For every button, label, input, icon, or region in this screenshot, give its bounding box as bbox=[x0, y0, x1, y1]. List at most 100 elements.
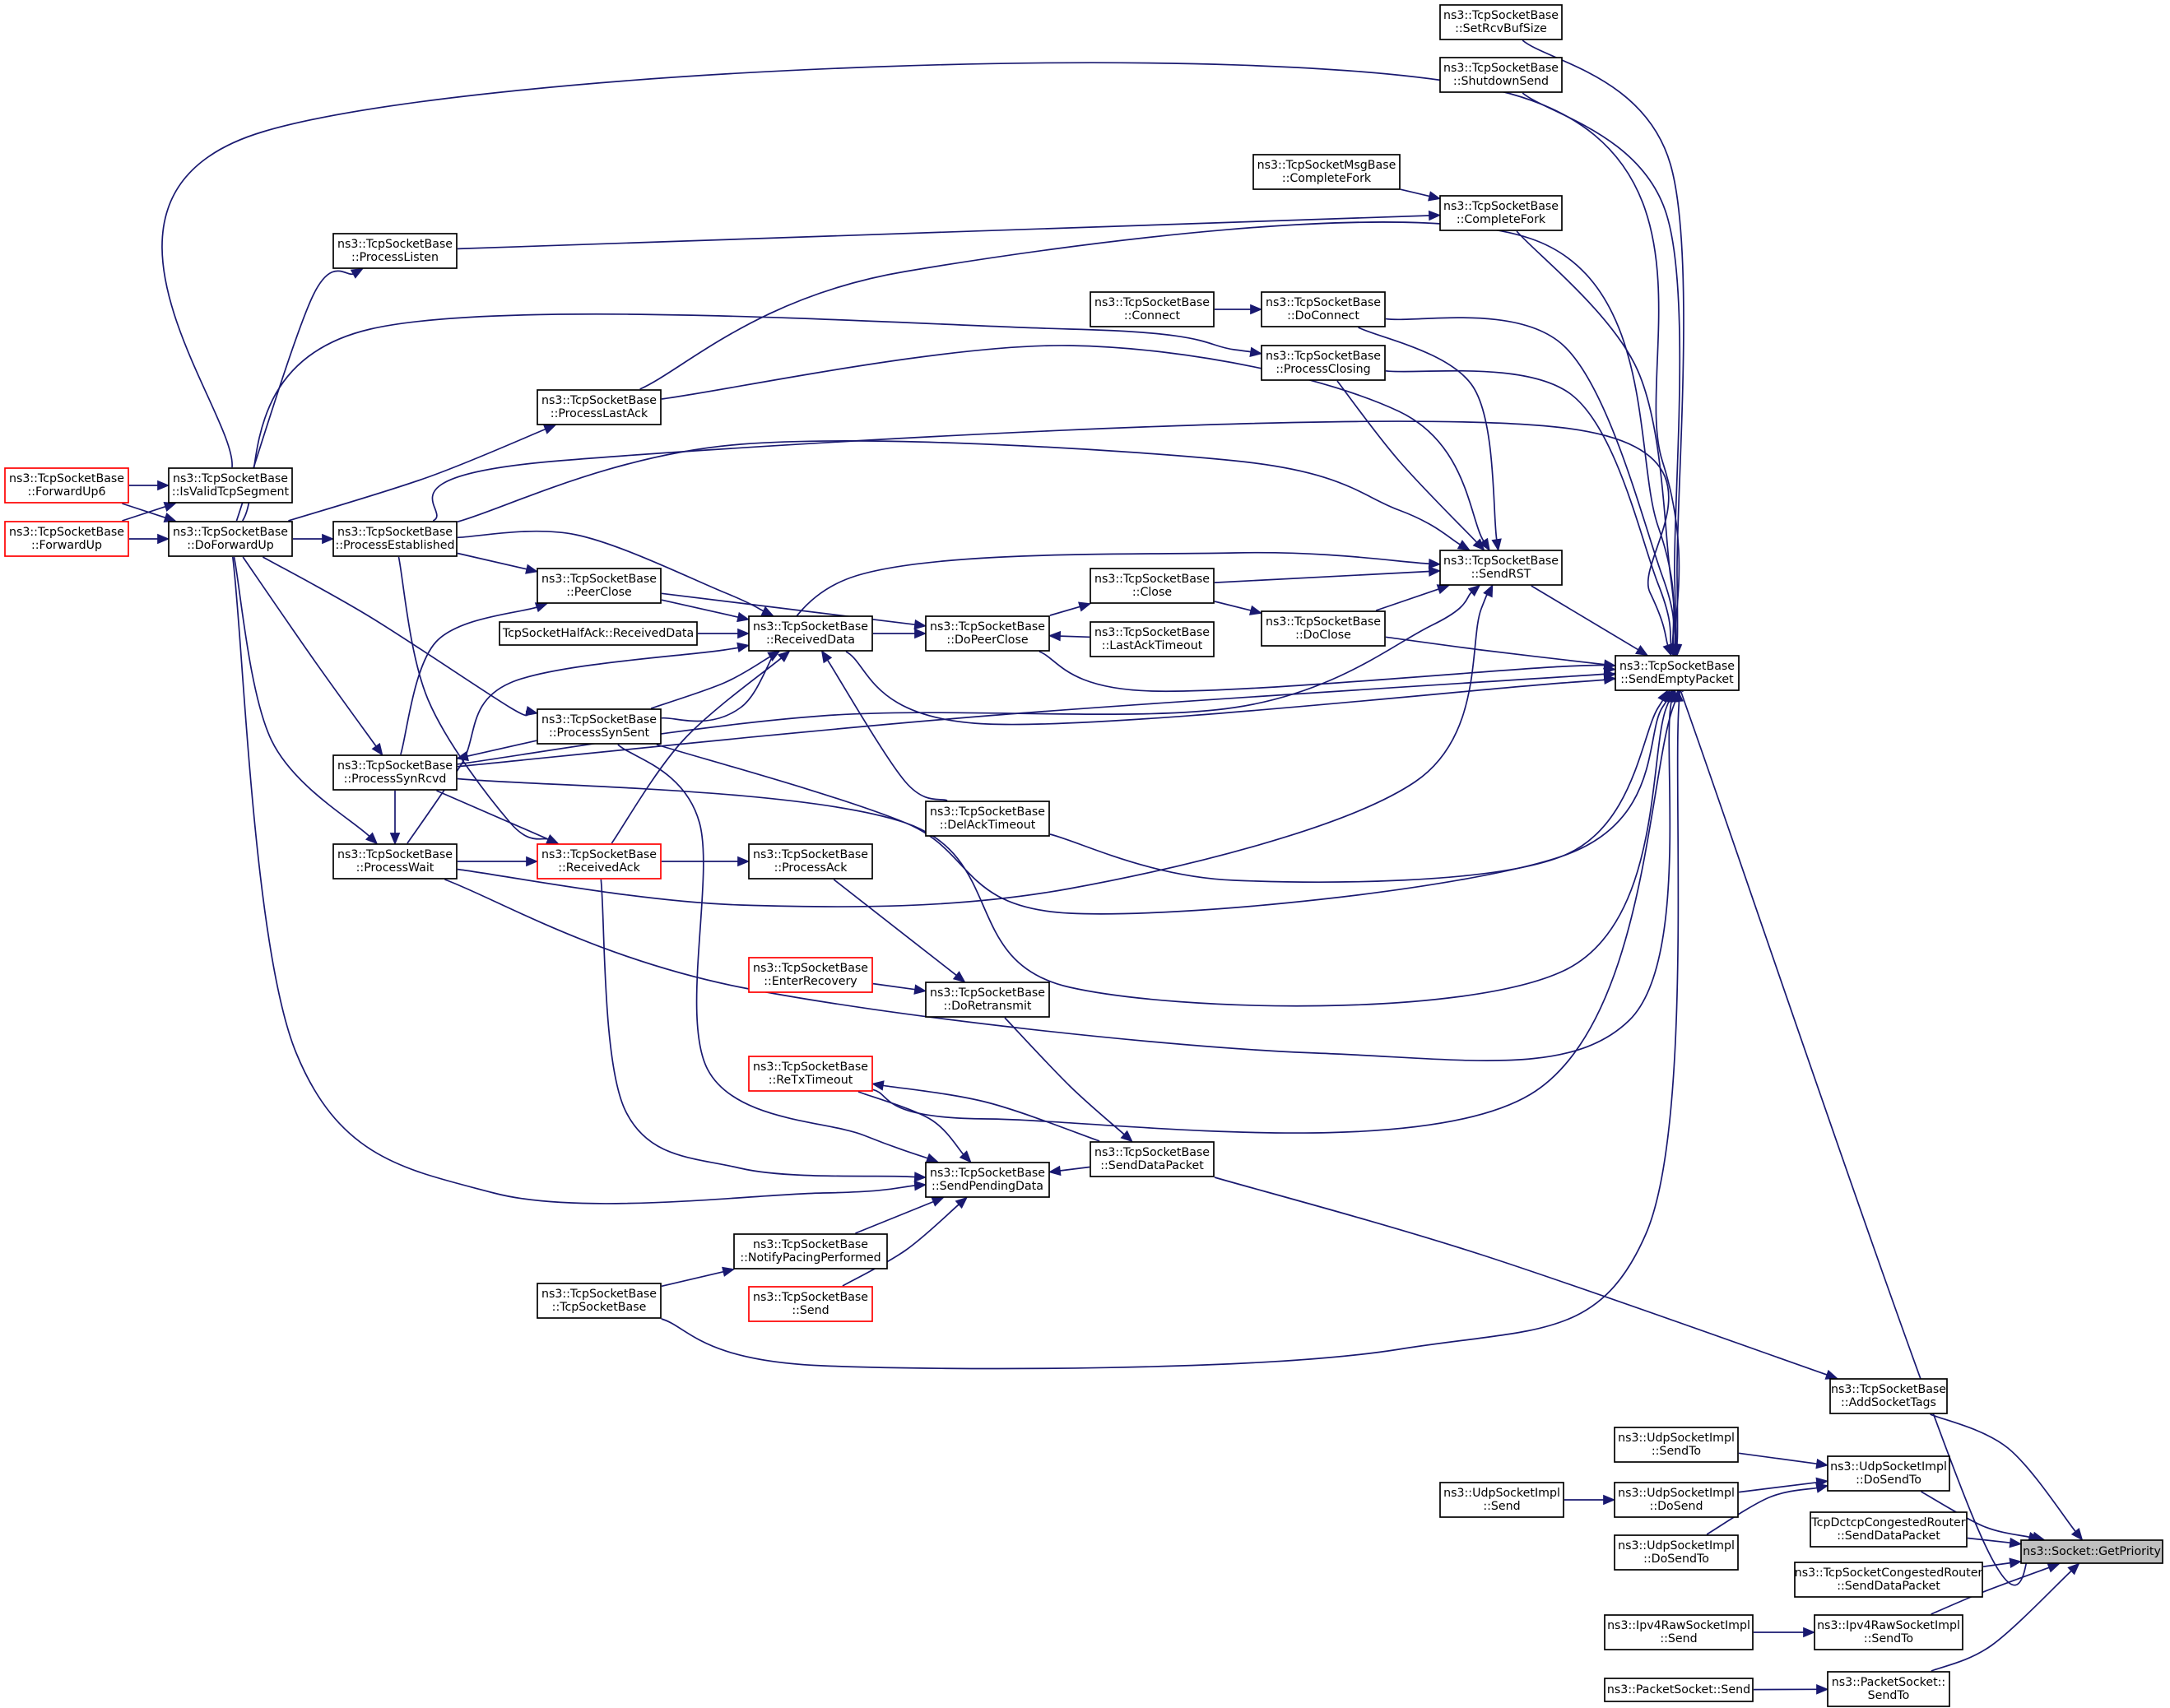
node-receivedack[interactable]: ns3::TcpSocketBase::ReceivedAck bbox=[537, 843, 662, 880]
node-udp_send[interactable]: ns3::UdpSocketImpl::Send bbox=[1439, 1482, 1564, 1518]
node-label: ns3::TcpSocketBase bbox=[337, 759, 453, 773]
node-msg_completefork[interactable]: ns3::TcpSocketMsgBase::CompleteFork bbox=[1252, 154, 1401, 190]
edge-doforwardup-to-processwait bbox=[233, 556, 379, 845]
node-processack[interactable]: ns3::TcpSocketBase::ProcessAck bbox=[748, 843, 873, 880]
node-delacktimeout[interactable]: ns3::TcpSocketBase::DelAckTimeout bbox=[925, 801, 1050, 837]
node-packetsocket_sendto[interactable]: ns3::PacketSocket::SendTo bbox=[1827, 1671, 1950, 1707]
node-doconnect[interactable]: ns3::TcpSocketBase::DoConnect bbox=[1261, 291, 1386, 327]
node-label: ::DoPeerClose bbox=[946, 634, 1028, 647]
node-label: SendTo bbox=[1868, 1689, 1910, 1702]
node-ipv4raw_sendto[interactable]: ns3::Ipv4RawSocketImpl::SendTo bbox=[1814, 1614, 1963, 1650]
node-setrcvbufsize[interactable]: ns3::TcpSocketBase::SetRcvBufSize bbox=[1439, 4, 1563, 40]
node-completefork[interactable]: ns3::TcpSocketBase::CompleteFork bbox=[1439, 195, 1563, 231]
node-label: ::SendRST bbox=[1471, 568, 1531, 581]
node-dctcp_router[interactable]: TcpDctcpCongestedRouter::SendDataPacket bbox=[1810, 1511, 1968, 1548]
node-doforwardup[interactable]: ns3::TcpSocketBase::DoForwardUp bbox=[168, 521, 293, 557]
node-label: ns3::TcpSocketBase bbox=[753, 962, 868, 975]
node-processclosing[interactable]: ns3::TcpSocketBase::ProcessClosing bbox=[1261, 345, 1386, 381]
node-ipv4raw_send[interactable]: ns3::Ipv4RawSocketImpl::Send bbox=[1604, 1614, 1754, 1650]
node-receiveddata[interactable]: ns3::TcpSocketBase::ReceivedData bbox=[748, 615, 873, 652]
edge-doforwardup-to-processclosing bbox=[241, 313, 1263, 522]
node-sendpendingdata[interactable]: ns3::TcpSocketBase::SendPendingData bbox=[925, 1162, 1050, 1198]
node-label: ::PeerClose bbox=[566, 586, 632, 599]
edge-halfack_receiveddata-to-receiveddata bbox=[698, 628, 750, 639]
node-label: ns3::TcpSocketBase bbox=[9, 472, 124, 485]
edge-packetsocket_sendto-to-getpriority bbox=[1931, 1562, 2080, 1672]
edge-senddatapacket-to-sendpendingdata bbox=[1048, 1165, 1090, 1177]
node-notifypacing[interactable]: ns3::TcpSocketBase::NotifyPacingPerforme… bbox=[733, 1233, 888, 1269]
node-connect[interactable]: ns3::TcpSocketBase::Connect bbox=[1090, 291, 1215, 327]
node-doretransmit[interactable]: ns3::TcpSocketBase::DoRetransmit bbox=[925, 982, 1050, 1018]
node-udp_dosendto[interactable]: ns3::UdpSocketImpl::DoSendTo bbox=[1827, 1455, 1950, 1492]
node-processlisten[interactable]: ns3::TcpSocketBase::ProcessListen bbox=[332, 233, 458, 269]
node-label: ::SendTo bbox=[1652, 1445, 1701, 1458]
node-udp_dosendto2[interactable]: ns3::UdpSocketImpl::DoSendTo bbox=[1614, 1534, 1739, 1571]
edge-processclosing-to-sendrst bbox=[1336, 380, 1485, 551]
node-lastacktimeout[interactable]: ns3::TcpSocketBase::LastAckTimeout bbox=[1090, 621, 1215, 657]
node-label: ::ProcessSynSent bbox=[549, 726, 649, 740]
node-sendrst[interactable]: ns3::TcpSocketBase::SendRST bbox=[1439, 550, 1563, 586]
node-processsynsent[interactable]: ns3::TcpSocketBase::ProcessSynSent bbox=[537, 708, 662, 745]
node-tcp_send[interactable]: ns3::TcpSocketBase::Send bbox=[748, 1286, 873, 1322]
node-label: ns3::TcpSocketBase bbox=[753, 620, 868, 634]
edge-doforwardup-to-processlastack bbox=[288, 425, 557, 522]
node-addsockettags[interactable]: ns3::TcpSocketBase::AddSocketTags bbox=[1829, 1378, 1948, 1414]
node-packetsocket_send[interactable]: ns3::PacketSocket::Send bbox=[1604, 1678, 1754, 1702]
node-congested_router[interactable]: ns3::TcpSocketCongestedRouter::SendDataP… bbox=[1794, 1562, 1983, 1598]
node-senddatapacket[interactable]: ns3::TcpSocketBase::SendDataPacket bbox=[1090, 1141, 1215, 1177]
node-label: ns3::TcpSocketBase bbox=[1831, 1383, 1946, 1396]
edge-retxtimeout-to-sendpendingdata bbox=[857, 1091, 972, 1163]
node-dopeerclose[interactable]: ns3::TcpSocketBase::DoPeerClose bbox=[925, 615, 1050, 652]
node-doclose[interactable]: ns3::TcpSocketBase::DoClose bbox=[1261, 610, 1386, 647]
node-udp_dosend[interactable]: ns3::UdpSocketImpl::DoSend bbox=[1614, 1482, 1739, 1518]
node-label: ::DelAckTimeout bbox=[940, 819, 1036, 832]
edge-addsockettags-to-getpriority bbox=[1930, 1413, 2084, 1541]
edge-processwait-to-sendrst bbox=[457, 584, 1494, 907]
node-tcpsocketbase_ctor[interactable]: ns3::TcpSocketBase::TcpSocketBase bbox=[537, 1283, 662, 1319]
node-udp_sendto[interactable]: ns3::UdpSocketImpl::SendTo bbox=[1614, 1427, 1739, 1463]
node-label: ns3::TcpSocketBase bbox=[1266, 296, 1381, 309]
node-label: ::ForwardUp bbox=[31, 539, 102, 552]
node-label: ns3::TcpSocketBase bbox=[753, 1061, 868, 1074]
edge-doforwardup-to-processestablished bbox=[293, 533, 335, 545]
node-label: ns3::TcpSocketBase bbox=[337, 526, 453, 539]
node-label: ::ProcessLastAck bbox=[551, 407, 648, 420]
node-processwait[interactable]: ns3::TcpSocketBase::ProcessWait bbox=[332, 843, 458, 880]
node-retxtimeout[interactable]: ns3::TcpSocketBase::ReTxTimeout bbox=[748, 1056, 873, 1092]
node-label: ::ReTxTimeout bbox=[769, 1074, 853, 1087]
node-getpriority[interactable]: ns3::Socket::GetPriority bbox=[2020, 1539, 2163, 1564]
node-processlastack[interactable]: ns3::TcpSocketBase::ProcessLastAck bbox=[537, 389, 662, 425]
node-forwardup6[interactable]: ns3::TcpSocketBase::ForwardUp6 bbox=[4, 467, 129, 504]
node-label: ::AddSocketTags bbox=[1841, 1396, 1936, 1409]
edge-sendrst-to-sendemptypacket bbox=[1531, 585, 1649, 657]
node-shutdownsend[interactable]: ns3::TcpSocketBase::ShutdownSend bbox=[1439, 57, 1563, 93]
call-edges bbox=[122, 39, 2084, 1695]
node-label: ns3::TcpSocketBase bbox=[541, 713, 657, 726]
edge-processestablished-to-receivedack bbox=[397, 556, 560, 844]
node-label: ::SendPendingData bbox=[932, 1180, 1043, 1193]
node-label: ::Send bbox=[792, 1304, 829, 1317]
node-label: ns3::TcpSocketBase bbox=[337, 238, 453, 251]
node-halfack_receiveddata[interactable]: TcpSocketHalfAck::ReceivedData bbox=[499, 621, 698, 646]
node-label: ::Connect bbox=[1124, 309, 1181, 323]
node-peerclose[interactable]: ns3::TcpSocketBase::PeerClose bbox=[537, 568, 662, 604]
node-label: ns3::UdpSocketImpl bbox=[1618, 1487, 1735, 1500]
node-processsynrcvd[interactable]: ns3::TcpSocketBase::ProcessSynRcvd bbox=[332, 754, 458, 791]
node-label: ns3::TcpSocketBase bbox=[930, 1167, 1045, 1180]
node-label: ns3::TcpSocketBase bbox=[930, 805, 1045, 819]
node-label: ns3::TcpSocketBase bbox=[1619, 660, 1735, 673]
node-processestablished[interactable]: ns3::TcpSocketBase::ProcessEstablished bbox=[332, 521, 458, 557]
edge-tcpsocketbase_ctor-to-sendemptypacket bbox=[661, 666, 1684, 1370]
edge-congested_router-to-getpriority bbox=[1982, 1557, 2023, 1568]
edge-processestablished-to-sendrst bbox=[457, 440, 1471, 551]
node-close[interactable]: ns3::TcpSocketBase::Close bbox=[1090, 568, 1215, 604]
edge-receiveddata-to-dopeerclose bbox=[873, 628, 927, 639]
edge-doconnect-to-sendrst bbox=[1358, 327, 1502, 552]
edge-receivedack-to-processack bbox=[662, 856, 750, 867]
node-isvalidtcpsegment[interactable]: ns3::TcpSocketBase::IsValidTcpSegment bbox=[168, 467, 293, 504]
node-forwardup[interactable]: ns3::TcpSocketBase::ForwardUp bbox=[4, 521, 129, 557]
node-enterrecovery[interactable]: ns3::TcpSocketBase::EnterRecovery bbox=[748, 957, 873, 993]
edge-tcpsocketbase_ctor-to-notifypacing bbox=[661, 1266, 736, 1288]
node-sendemptypacket[interactable]: ns3::TcpSocketBase::SendEmptyPacket bbox=[1615, 655, 1740, 691]
node-label: ::NotifyPacingPerformed bbox=[740, 1251, 881, 1265]
